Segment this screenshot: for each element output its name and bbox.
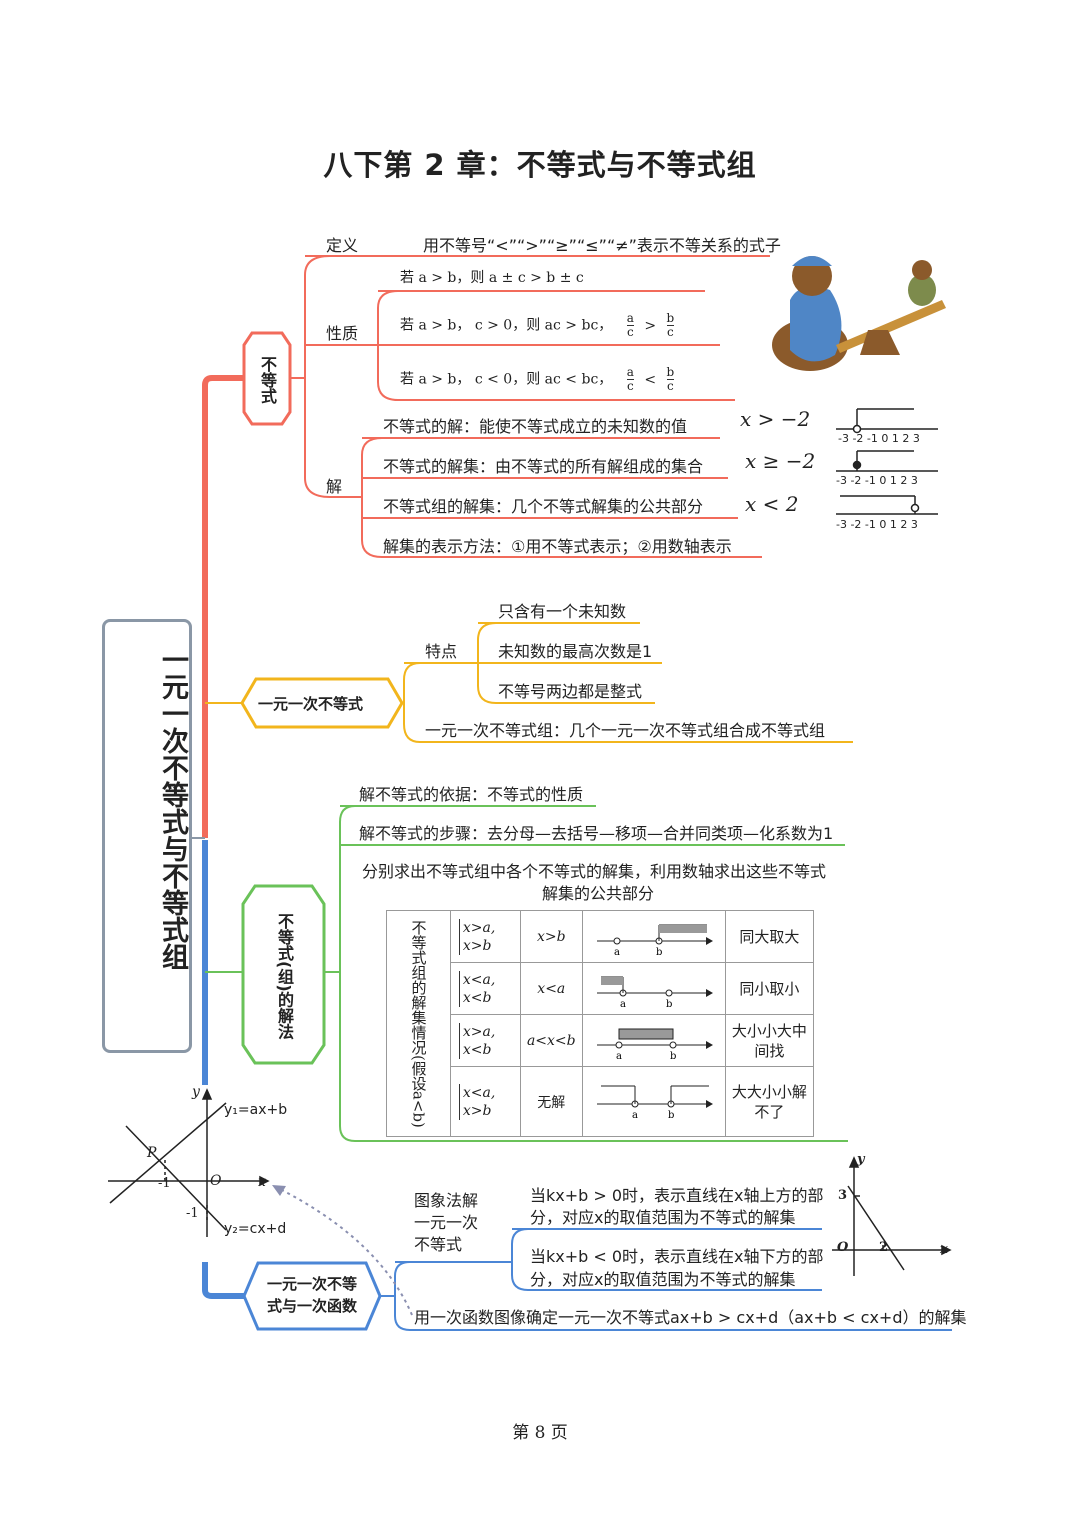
svg-text:a: a xyxy=(632,1110,638,1121)
feat-1: 只含有一个未知数 xyxy=(498,602,627,621)
root-label: 一元一次不等式与不等式组 xyxy=(157,646,188,970)
sol-1: 不等式的解：能使不等式成立的未知数的值 xyxy=(383,417,688,436)
linear-system: 一元一次不等式组：几个一元一次不等式组合成不等式组 xyxy=(425,721,826,740)
method-group-2: 解集的公共部分 xyxy=(542,884,655,903)
node-linear-frame xyxy=(240,677,404,729)
case-1b: 分，对应x的取值范围为不等式的解集 xyxy=(530,1208,796,1227)
method-steps: 解不等式的步骤：去分母—去括号—移项—合并同类项—化系数为1 xyxy=(359,824,834,843)
example-1: x > −2 xyxy=(740,407,811,431)
node-func-frame xyxy=(242,1261,382,1331)
g1-line1: y₁=ax+b xyxy=(224,1102,288,1118)
numberline-1 xyxy=(836,408,938,434)
g2-two: 2 xyxy=(879,1240,889,1255)
prop-label: 性质 xyxy=(326,324,359,343)
svg-text:b: b xyxy=(666,999,672,1007)
numberline-2 xyxy=(836,450,938,472)
spine-red xyxy=(202,375,244,838)
case-1a: 当kx+b > 0时，表示直线在x轴上方的部 xyxy=(530,1186,824,1205)
cell-solution: 无解 xyxy=(519,1066,583,1137)
g1-o: O xyxy=(210,1173,222,1189)
case-2b: 分，对应x的取值范围为不等式的解集 xyxy=(530,1270,796,1289)
root-node: 一元一次不等式与不等式组 xyxy=(102,619,192,1053)
example-2: x ≥ −2 xyxy=(745,449,816,473)
spine-blue-low xyxy=(202,1262,244,1299)
feat-3: 不等号两边都是整式 xyxy=(498,682,643,701)
seesaw-illustration xyxy=(772,256,946,371)
g2-three: 3 xyxy=(838,1188,848,1203)
table-head: 不等式组的解集情况(假设a<b) xyxy=(386,910,451,1137)
page-number: 第 8 页 xyxy=(512,1423,568,1443)
method-group-1: 分别求出不等式组中各个不等式的解集，利用数轴求出这些不等式 xyxy=(362,862,827,881)
cell-system: x<a,x<b xyxy=(449,962,521,1015)
cell-solution: x>b xyxy=(519,910,583,963)
cell-solution: x<a xyxy=(519,962,583,1015)
graph-two-lines xyxy=(108,1088,270,1237)
cell-rule: 大大小小解不了 xyxy=(724,1066,815,1137)
svg-text:b: b xyxy=(670,1051,676,1059)
cell-system: x<a,x>b xyxy=(449,1066,521,1137)
sol-label: 解 xyxy=(326,477,343,496)
g1-x: x xyxy=(258,1174,266,1190)
svg-text:a: a xyxy=(616,1051,622,1059)
feat-label: 特点 xyxy=(425,642,458,661)
svg-text:a: a xyxy=(614,947,620,955)
axis-ticks-1: -3 -2 -1 0 1 2 3 xyxy=(838,432,920,445)
node-method[interactable]: 不等式(组)的解法 xyxy=(275,912,294,1040)
axis-ticks-2: -3 -2 -1 0 1 2 3 xyxy=(836,474,918,487)
cell-system: x>a,x<b xyxy=(449,1014,521,1067)
cell-rule: 同大取大 xyxy=(724,910,815,963)
g1-minus1y: -1 xyxy=(186,1206,199,1221)
svg-text:b: b xyxy=(656,947,662,955)
case-2a: 当kx+b < 0时，表示直线在x轴下方的部 xyxy=(530,1247,824,1266)
g2-o: O xyxy=(837,1240,849,1255)
g1-y: y xyxy=(192,1084,200,1100)
cell-rule: 同小取小 xyxy=(724,962,815,1015)
compare-text: 用一次函数图像确定一元一次不等式ax+b > cx+d（ax+b < cx+d）… xyxy=(414,1308,967,1327)
svg-text:b: b xyxy=(668,1110,674,1121)
prop-1: 若 a > b，则 a ± c > b ± c xyxy=(400,270,584,286)
node-func[interactable]: 一元一次不等式与一次函数 xyxy=(266,1275,357,1315)
method-basis: 解不等式的依据：不等式的性质 xyxy=(359,785,584,804)
sol-4: 解集的表示方法：①用不等式表示；②用数轴表示 xyxy=(383,537,732,556)
g2-y: y xyxy=(857,1152,865,1167)
cell-system: x>a,x>b xyxy=(449,910,521,963)
def-text: 用不等号“<”“>”“≥”“≤”“≠”表示不等关系的式子 xyxy=(423,236,781,255)
cell-rule: 大小小大中间找 xyxy=(724,1014,815,1067)
sol-3: 不等式组的解集：几个不等式解集的公共部分 xyxy=(383,497,704,516)
cell-solution: a<x<b xyxy=(519,1014,583,1067)
example-3: x < 2 xyxy=(745,492,799,516)
sol-2: 不等式的解集：由不等式的所有解组成的集合 xyxy=(383,457,704,476)
g1-p: P xyxy=(147,1145,157,1161)
graph-single-line xyxy=(832,1156,952,1276)
node-ineq-frame xyxy=(242,331,292,426)
node-method-frame xyxy=(241,884,326,1065)
feat-2: 未知数的最高次数是1 xyxy=(498,642,653,661)
g1-line2: y₂=cx+d xyxy=(224,1221,287,1237)
g2-x: x xyxy=(940,1242,948,1257)
numberline-3 xyxy=(836,495,938,515)
page-title: 八下第 2 章：不等式与不等式组 xyxy=(323,148,757,182)
node-ineq[interactable]: 不等式 xyxy=(258,356,277,404)
node-linear[interactable]: 一元一次不等式 xyxy=(258,695,364,713)
graph-method-label: 图象法解一元一次不等式 xyxy=(414,1191,479,1254)
g1-minus1: -1 xyxy=(158,1176,171,1191)
svg-text:a: a xyxy=(620,999,626,1007)
def-label: 定义 xyxy=(326,236,359,255)
axis-ticks-3: -3 -2 -1 0 1 2 3 xyxy=(836,518,918,531)
